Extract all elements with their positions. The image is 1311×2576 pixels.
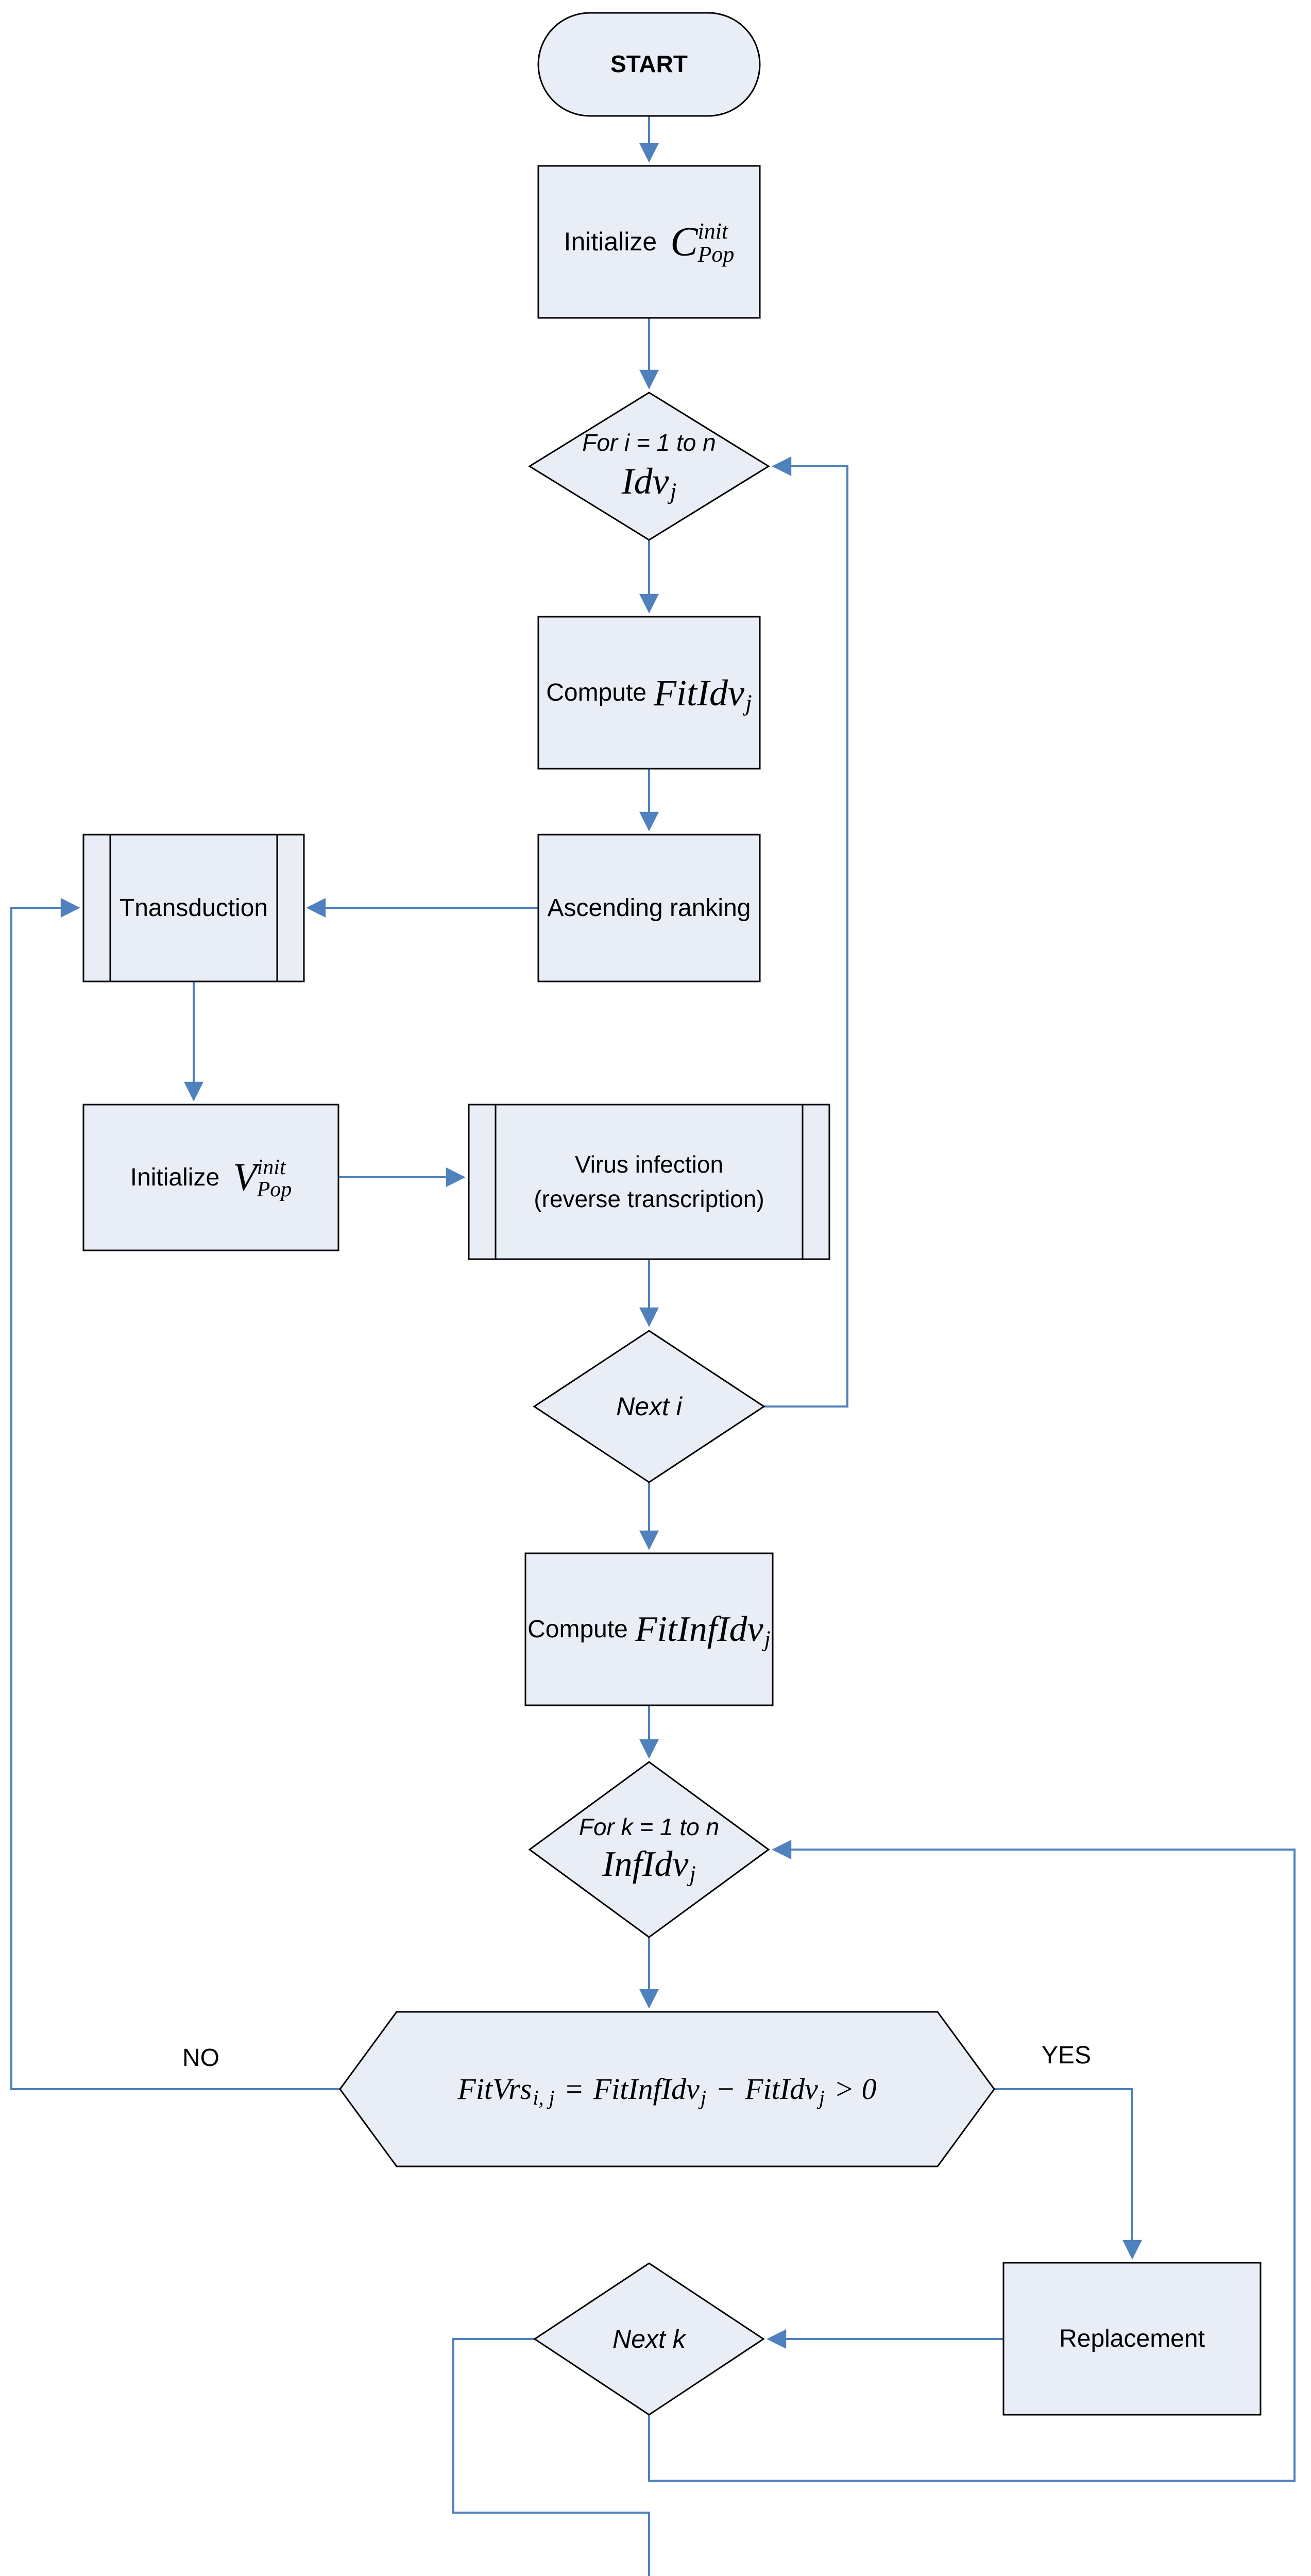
condition-term3: FitIdv [745, 2072, 818, 2106]
init-c-process-shape [537, 165, 761, 319]
edge-next-i-loop-to-for-i [764, 456, 848, 1408]
compute-fitinfidv-process-shape [524, 1552, 774, 1706]
next-k-label: Next k [535, 2263, 763, 2415]
condition-sub1: i, j [533, 2086, 555, 2109]
compute-fitidv-subscript: j [745, 689, 752, 716]
compute-fitinfidv-subscript: j [764, 1626, 771, 1652]
init-v-label: Initialize V init Pop [83, 1105, 338, 1250]
transduction-text: Tnansduction [119, 894, 268, 922]
replacement-process-shape [1002, 2262, 1262, 2416]
condition-term2: FitInfIdv [593, 2072, 700, 2106]
init-v-scripts: init Pop [257, 1155, 292, 1201]
init-v-prefix: Initialize [130, 1163, 220, 1191]
compute-fitidv-label: Compute FitIdv j [538, 617, 760, 769]
condition-equals: = [564, 2072, 584, 2106]
for-i-label: For i = 1 to n Idv j [530, 393, 769, 540]
compute-fitidv-variable: FitIdv [654, 672, 744, 714]
compute-fitidv-process-shape [537, 616, 761, 770]
yes-branch-label: YES [1004, 2035, 1128, 2076]
init-c-superscript: init [697, 218, 728, 244]
condition-gt-zero: > 0 [833, 2072, 877, 2106]
edge-next-k-loop-to-for-k [648, 1840, 1296, 2482]
condition-hexagon-shape [339, 2011, 995, 2167]
start-label: START [538, 13, 760, 116]
for-k-decision-shape [528, 1761, 770, 1938]
edge-no-loop-to-transduction [10, 898, 340, 2090]
transduction-subroutine-shape [82, 834, 305, 982]
for-k-line1: For k = 1 to n [578, 1813, 720, 1840]
virus-infection-line1: Virus infection [574, 1151, 724, 1178]
init-c-variable: C [670, 219, 698, 265]
init-v-subscript: Pop [257, 1177, 292, 1201]
for-i-subscript: j [670, 478, 677, 504]
edge-next-k-to-end [452, 2338, 650, 2576]
next-k-decision-shape [533, 2262, 765, 2416]
for-k-label: For k = 1 to n InfIdv j [530, 1762, 769, 1937]
edge-yes-to-replacement [994, 2088, 1142, 2260]
virus-infection-subroutine-shape [468, 1104, 830, 1260]
virus-infection-line2: (reverse transcription) [534, 1185, 764, 1212]
for-i-variable: Idv [621, 460, 669, 502]
condition-term1: FitVrs [457, 2072, 532, 2106]
init-v-process-shape [82, 1104, 339, 1251]
condition-minus: − [715, 2072, 736, 2106]
no-branch-label: NO [134, 2038, 268, 2079]
condition-sub3: j [819, 2086, 825, 2109]
next-i-text: Next i [616, 1392, 682, 1421]
compute-fitinfidv-label: Compute FitInfIdv j [525, 1553, 773, 1705]
compute-fitinfidv-prefix: Compute [527, 1615, 628, 1643]
next-i-decision-shape [533, 1330, 765, 1483]
init-c-prefix: Initialize [564, 227, 657, 257]
replacement-label: Replacement [1003, 2263, 1261, 2415]
start-label-text: START [610, 50, 688, 78]
ascending-ranking-text: Ascending ranking [547, 894, 751, 922]
for-k-subscript: j [689, 1861, 696, 1887]
yes-branch-text: YES [1041, 2042, 1092, 2069]
condition-label: FitVrs i, j = FitInfIdv j − FitIdv j > 0 [340, 2012, 994, 2166]
for-k-variable: InfIdv [602, 1844, 689, 1884]
replacement-text: Replacement [1059, 2325, 1205, 2352]
compute-fitinfidv-variable: FitInfIdv [635, 1609, 763, 1649]
start-terminator-shape [537, 12, 761, 117]
for-i-line1: For i = 1 to n [582, 429, 716, 456]
transduction-label: Tnansduction [83, 835, 304, 981]
for-i-decision-shape [528, 392, 770, 541]
init-c-subscript: Pop [697, 241, 735, 267]
init-c-label: Initialize C init Pop [538, 166, 760, 318]
compute-fitidv-prefix: Compute [546, 679, 647, 706]
ascending-ranking-process-shape [537, 834, 761, 982]
next-k-text: Next k [612, 2324, 686, 2353]
init-v-superscript: init [257, 1155, 286, 1179]
init-v-variable: V [233, 1156, 257, 1199]
next-i-label: Next i [534, 1331, 764, 1482]
init-c-scripts: init Pop [697, 218, 735, 267]
no-branch-text: NO [182, 2044, 219, 2072]
for-i-variable-row: Idv j [622, 458, 677, 504]
ascending-ranking-label: Ascending ranking [538, 835, 760, 981]
virus-infection-label: Virus infection (reverse transcription) [469, 1105, 829, 1259]
for-k-variable-row: InfIdv j [602, 1842, 695, 1887]
condition-sub2: j [700, 2086, 706, 2109]
